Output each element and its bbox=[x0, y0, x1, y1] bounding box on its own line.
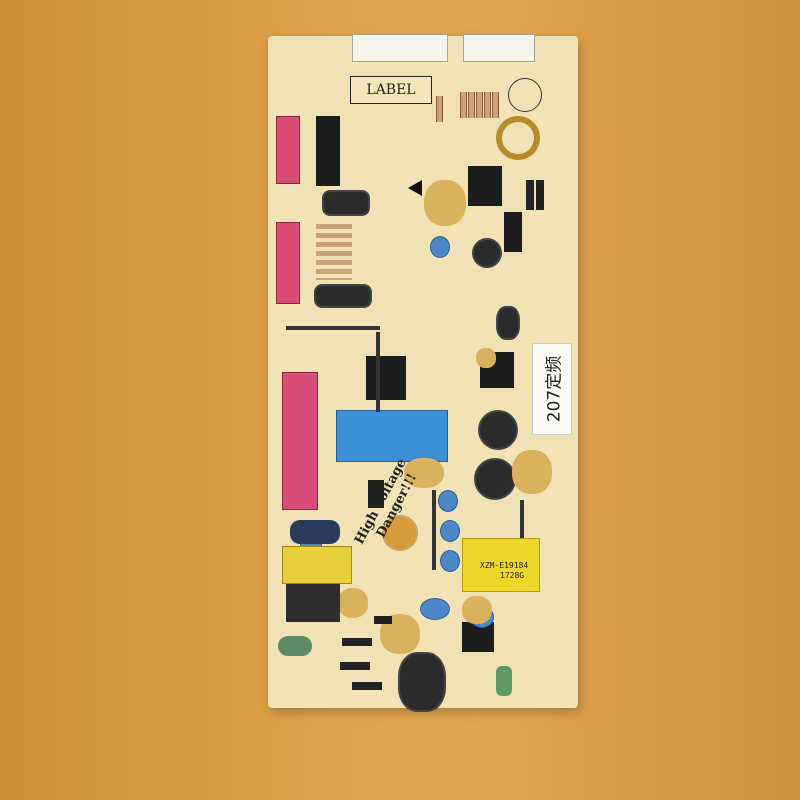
resistor-5 bbox=[492, 92, 499, 118]
diode-6 bbox=[536, 180, 544, 210]
resistor-group bbox=[316, 224, 352, 280]
label-box: LABEL bbox=[350, 76, 432, 104]
trace-3 bbox=[432, 490, 436, 570]
green-capacitor bbox=[496, 666, 512, 696]
yellow-capacitor bbox=[282, 546, 352, 584]
connector-cn4 bbox=[463, 34, 535, 62]
diode-4 bbox=[374, 616, 392, 624]
varistor bbox=[290, 520, 340, 544]
disc-capacitor-2 bbox=[438, 490, 458, 512]
capacitor-big bbox=[398, 652, 446, 712]
capacitor-3 bbox=[478, 410, 518, 450]
diode-1 bbox=[342, 638, 372, 646]
capacitor-horizontal-2 bbox=[322, 190, 370, 216]
diode-5 bbox=[526, 180, 534, 210]
resistor-3 bbox=[476, 92, 483, 118]
capacitor-horizontal bbox=[314, 284, 372, 308]
glue-blob-1 bbox=[424, 180, 466, 226]
trace-2 bbox=[286, 326, 380, 330]
fuse bbox=[368, 480, 384, 508]
model-sticker: 207定频 bbox=[532, 343, 572, 435]
capacitor-1 bbox=[472, 238, 502, 268]
relay-black bbox=[366, 356, 406, 400]
disc-capacitor-1 bbox=[430, 236, 450, 258]
glue-blob-6 bbox=[462, 596, 492, 624]
capacitor-4 bbox=[474, 458, 516, 500]
trace-4 bbox=[520, 500, 524, 540]
connector-pink-top bbox=[276, 116, 300, 184]
ic-power-switch bbox=[504, 212, 522, 252]
disc-capacitor-5 bbox=[420, 598, 450, 620]
resistor-6 bbox=[436, 96, 443, 122]
transformer-label-line1: XZM-E19184 bbox=[480, 561, 529, 570]
arrow-icon bbox=[408, 180, 422, 196]
glue-blob-7 bbox=[476, 348, 496, 368]
sticker-text: 207定频 bbox=[544, 355, 565, 423]
ic-regulator bbox=[468, 166, 502, 206]
transformer bbox=[462, 538, 540, 592]
diode-3 bbox=[352, 682, 382, 690]
connector-cn3 bbox=[352, 34, 448, 62]
resistor-4 bbox=[484, 92, 491, 118]
connector-pink-middle bbox=[276, 222, 300, 304]
resistor-2 bbox=[468, 92, 475, 118]
glue-blob-2 bbox=[404, 458, 444, 488]
green-thermistor bbox=[278, 636, 312, 656]
disc-capacitor-3 bbox=[440, 520, 460, 542]
choke-coil bbox=[286, 584, 340, 622]
toroid-coil bbox=[496, 116, 540, 160]
fan-marking bbox=[508, 78, 542, 112]
resistor-1 bbox=[460, 92, 467, 118]
glue-blob-3 bbox=[512, 450, 552, 494]
mounting-hole bbox=[382, 515, 418, 551]
label-text: LABEL bbox=[366, 82, 416, 98]
disc-capacitor-4 bbox=[440, 550, 460, 572]
diode-2 bbox=[340, 662, 370, 670]
glue-blob-5 bbox=[338, 588, 368, 618]
blue-relay bbox=[336, 410, 448, 462]
trace-1 bbox=[376, 332, 380, 412]
ic-chip-dip bbox=[316, 116, 340, 186]
capacitor-2 bbox=[496, 306, 520, 340]
transformer-label: XZM-E19184 1728G bbox=[480, 561, 528, 581]
connector-pink-bottom bbox=[282, 372, 318, 510]
transformer-label-line2: 1728G bbox=[500, 571, 525, 580]
